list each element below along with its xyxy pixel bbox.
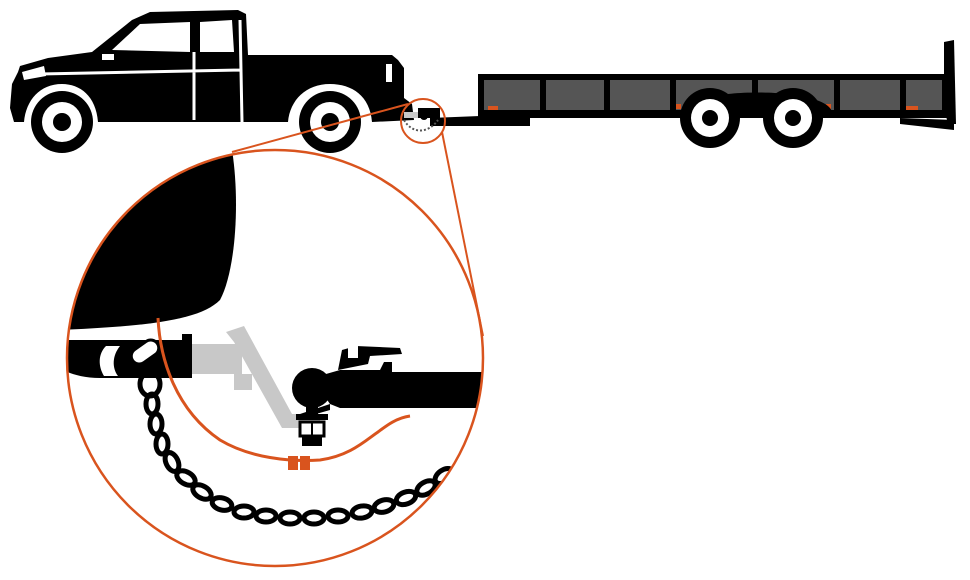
truck-mirror	[102, 54, 114, 60]
truck-taillight	[386, 64, 392, 82]
truck-body-line	[39, 19, 244, 123]
trailer-rear-gate	[944, 40, 956, 124]
truck-front-wheel	[31, 91, 93, 153]
wiring-connector	[288, 456, 310, 470]
trailer-coupler-icon	[300, 346, 483, 418]
hitch-pin	[129, 338, 161, 366]
trailer-ramp	[900, 118, 954, 130]
truck-front-window	[112, 22, 190, 52]
ball-mount-icon	[192, 326, 320, 428]
truck-rear-window	[200, 20, 234, 52]
zoom-detail-view	[65, 148, 485, 568]
hitch-detail-small	[403, 108, 440, 132]
trailer-marker-lights	[488, 104, 918, 110]
truck-headlight	[22, 66, 46, 80]
receiver-collar	[182, 334, 192, 378]
wiring-harness-icon	[156, 317, 411, 462]
trailer-wheel-rear	[763, 88, 823, 148]
safety-chain-icon	[137, 369, 456, 527]
hitch-ball	[292, 368, 332, 446]
zoom-large-circle	[65, 148, 485, 568]
flatbed-trailer-icon	[430, 40, 956, 148]
receiver-highlight	[99, 346, 120, 376]
pickup-truck-icon	[10, 10, 414, 153]
zoom-small-circle	[400, 98, 446, 144]
trailer-wheel-front	[680, 88, 740, 148]
truck-body	[10, 10, 414, 122]
truck-rear-closeup	[67, 150, 236, 330]
truck-rear-wheel	[299, 91, 361, 153]
